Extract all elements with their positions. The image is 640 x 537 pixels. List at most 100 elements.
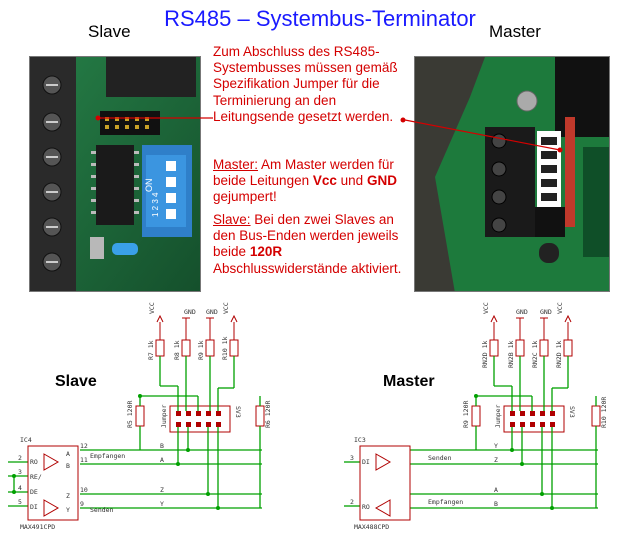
master-res-1-label: RN2D 1k xyxy=(481,341,489,368)
master-res-4 xyxy=(563,339,573,357)
slave-bus-y: Y xyxy=(160,500,164,508)
slave-pin-di: DI xyxy=(30,503,38,511)
master-bus-b: B xyxy=(494,500,498,508)
dip-on-label: ON xyxy=(144,179,154,193)
note-master: Master: Am Master werden für beide Leitu… xyxy=(213,157,408,206)
slave-net-rx: Empfangen xyxy=(90,452,125,460)
slave-pinnum-12: 12 xyxy=(80,442,88,450)
slave-res-r6 xyxy=(255,405,265,427)
note-intro: Zum Abschluss des RS485-Systembusses müs… xyxy=(213,44,398,124)
note-slave-text-b: Abschlusswiderstände aktiviert. xyxy=(213,260,402,276)
note-master-text-b: gejumpert! xyxy=(213,189,277,205)
master-res-r9-label: R9 120R xyxy=(462,401,470,428)
slave-pin-z: Z xyxy=(66,492,70,500)
note-slave-120r: 120R xyxy=(249,244,283,260)
slave-res-r10-label: R10 1k xyxy=(221,336,229,360)
slave-schematic-label: Slave xyxy=(55,373,97,390)
master-pin-di: DI xyxy=(362,458,370,466)
master-ic xyxy=(359,445,411,521)
master-res-3-label: RN2C 1k xyxy=(531,341,539,368)
master-rail-3: GND xyxy=(540,308,552,316)
master-ic-part: MAX488CPD xyxy=(354,523,389,531)
master-jumper-ref: SV3 xyxy=(568,406,576,418)
master-bus-z: Z xyxy=(494,456,498,464)
slave-res-r8 xyxy=(181,339,191,357)
slave-pinnum-11: 11 xyxy=(80,456,88,464)
slave-res-r10 xyxy=(229,339,239,357)
slave-net-tx: Senden xyxy=(90,506,114,514)
note-slave-text-a: Bei den zwei Slaves an den Bus-Enden wer… xyxy=(213,212,399,260)
slave-board-photo: ON 1 2 3 4 xyxy=(29,56,201,292)
slave-pinnum-4: 4 xyxy=(18,484,22,492)
slave-pin-a: A xyxy=(66,450,70,458)
dip-numbers: 1 2 3 4 xyxy=(151,192,160,217)
master-jumper xyxy=(503,405,565,433)
note-master-text-a: Am Master werden für beide Leitungen xyxy=(213,157,394,189)
slave-schematic: VCC GND GND VCC R7 1k R8 1k R9 1k R10 1k… xyxy=(8,302,272,531)
slave-jumper-label: Jumper xyxy=(160,404,168,428)
master-photo-label: Master xyxy=(489,22,541,41)
slave-bus-a: A xyxy=(160,456,164,464)
slave-jumper xyxy=(169,405,231,433)
slave-res-r5 xyxy=(135,405,145,427)
slave-res-r6-label: R6 120R xyxy=(264,401,272,428)
slave-ic-ref: IC4 xyxy=(20,436,32,444)
master-rail-4: VCC xyxy=(556,302,564,314)
master-res-2 xyxy=(515,339,525,357)
schematics: VCC GND GND VCC R7 1k R8 1k R9 1k R10 1k… xyxy=(8,302,608,531)
master-pinnum-2: 2 xyxy=(350,498,354,506)
master-bus-y: Y xyxy=(494,442,498,450)
slave-jumper-ref: SV3 xyxy=(234,406,242,418)
slave-res-r9-label: R9 1k xyxy=(197,340,205,360)
master-res-4-label: RN2D 1k xyxy=(555,341,563,368)
slave-rail-1: VCC xyxy=(148,302,156,314)
master-net-tx: Senden xyxy=(428,454,452,462)
slave-res-r7 xyxy=(155,339,165,357)
slave-ic xyxy=(27,445,79,521)
note-master-gnd: GND xyxy=(366,173,397,189)
master-net-rx: Empfangen xyxy=(428,498,463,506)
slave-res-r9 xyxy=(205,339,215,357)
slave-pin-re: RE/ xyxy=(30,473,42,481)
slave-rail-4: VCC xyxy=(222,302,230,314)
slave-pinnum-10: 10 xyxy=(80,486,88,494)
master-pin-ro: RO xyxy=(362,503,370,511)
slave-photo-label: Slave xyxy=(88,22,131,41)
slave-pin-ro: RO xyxy=(30,458,38,466)
slave-rail-3: GND xyxy=(206,308,218,316)
master-res-3 xyxy=(539,339,549,357)
master-res-2-label: RN2B 1k xyxy=(507,341,515,368)
note-slave: Slave: Bei den zwei Slaves an den Bus-En… xyxy=(213,212,408,277)
master-jumper-label: Jumper xyxy=(494,404,502,428)
slave-ic-part: MAX491CPD xyxy=(20,523,55,531)
slave-res-r8-label: R8 1k xyxy=(173,340,181,360)
master-schematic-label: Master xyxy=(383,373,435,390)
master-schematic: VCC GND GND VCC RN2D 1k RN2B 1k RN2C 1k … xyxy=(344,302,608,531)
master-board-photo xyxy=(414,56,610,292)
master-bus-a: A xyxy=(494,486,498,494)
note-master-und: und xyxy=(340,173,364,189)
slave-bus-z: Z xyxy=(160,486,164,494)
slave-pin-y: Y xyxy=(66,506,70,514)
slave-pinnum-5: 5 xyxy=(18,498,22,506)
slave-rail-2: GND xyxy=(184,308,196,316)
master-res-r9 xyxy=(471,405,481,427)
note-master-head: Master: xyxy=(213,157,259,172)
master-res-1 xyxy=(489,339,499,357)
page-title: RS485 – Systembus-Terminator xyxy=(164,6,476,31)
slave-res-r5-label: R5 120R xyxy=(126,401,134,428)
master-rail-2: GND xyxy=(516,308,528,316)
master-res-r10-label: R10 120R xyxy=(600,397,608,428)
slave-pin-b: B xyxy=(66,462,70,470)
slave-res-r7-label: R7 1k xyxy=(147,340,155,360)
note-slave-head: Slave: xyxy=(213,212,251,227)
master-pinnum-3: 3 xyxy=(350,454,354,462)
slave-bus-b: B xyxy=(160,442,164,450)
master-ic-ref: IC3 xyxy=(354,436,366,444)
slave-pinnum-9: 9 xyxy=(80,500,84,508)
master-res-r10 xyxy=(591,405,601,427)
slave-pinnum-2: 2 xyxy=(18,454,22,462)
note-master-vcc: Vcc xyxy=(312,173,337,189)
slave-pin-de: DE xyxy=(30,488,38,496)
pointer-lines xyxy=(95,115,563,153)
